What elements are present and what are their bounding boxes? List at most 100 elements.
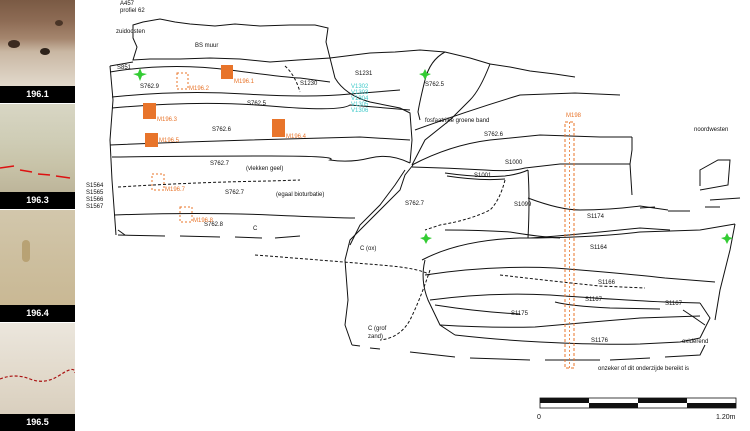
- label-s762-8: S762.8: [204, 222, 224, 228]
- label-s1231: S1231: [355, 71, 373, 77]
- s1000-lower: [411, 163, 630, 172]
- label-s762-5a: S762.5: [247, 101, 267, 107]
- s1174-upper: [527, 197, 669, 211]
- top-boundary-right: [489, 63, 576, 78]
- find-v1305: V1305: [351, 102, 369, 108]
- oxiderend-line: [682, 309, 706, 326]
- label-s762-9: S762.9: [140, 84, 160, 90]
- label-m196-5: M196.5: [159, 138, 180, 144]
- nw-side-seg: [709, 197, 741, 201]
- top-boundary-left: [109, 61, 134, 67]
- sample-boxes: [143, 65, 285, 223]
- label-m196-4: M196.4: [286, 134, 307, 140]
- scale-end: 1.20m: [716, 414, 736, 421]
- scale-bar: 0 1.20m: [537, 397, 737, 421]
- s1099-dashed: [424, 179, 506, 231]
- site-code: A457: [120, 1, 135, 7]
- top-boundary-middle: [329, 49, 491, 65]
- label-c-grof-1: C (grof: [368, 326, 387, 332]
- label-s1000: S1000: [505, 160, 523, 166]
- find-v1303: V1303: [351, 90, 369, 96]
- marker-star-3: [420, 233, 432, 244]
- s1174-lower: [529, 227, 671, 239]
- label-m198: M198: [566, 113, 582, 119]
- basin-right: [699, 302, 711, 339]
- find-v1304: V1304: [351, 96, 369, 102]
- photo-boundary-dashes-2: [0, 368, 75, 382]
- boundary-s762-7-dash: [117, 179, 301, 188]
- label-m196-2: M196.2: [189, 86, 210, 92]
- right-dashed-segments: [639, 206, 720, 212]
- central-seam-2: [349, 169, 406, 246]
- label-s1566: S1566: [86, 197, 104, 203]
- label-c-grof-2: zand): [368, 334, 383, 340]
- label-s1175: S1175: [511, 311, 529, 317]
- label-vlekken: (vlekken geel): [246, 166, 283, 172]
- bottom-left-dashed: [117, 234, 301, 239]
- marker-star-1: [133, 68, 147, 81]
- find-labels: V1302 V1303 V1304 V1305 V1306: [351, 84, 369, 114]
- find-v1306: V1306: [351, 108, 369, 114]
- survey-markers: [133, 68, 733, 244]
- label-s1167b: S1167: [665, 301, 683, 307]
- label-m196-3: M196.3: [157, 117, 178, 123]
- c-ox-dashed-right: [499, 274, 646, 289]
- label-s1167a: S1167: [585, 297, 603, 303]
- right-edge: [629, 137, 633, 196]
- photo-196-4: [0, 210, 75, 305]
- s1175-lower: [439, 315, 701, 328]
- s1231-right-boundary: [417, 51, 446, 121]
- label-s762-6a: S762.6: [212, 127, 232, 133]
- sample-m196-1-box: [221, 65, 233, 79]
- photo-boundary-dashes: [0, 165, 71, 179]
- photo-caption-196-1: 196.1: [0, 86, 75, 103]
- bottom-dashed-line: [351, 344, 706, 361]
- bs-muur-outline: [132, 18, 331, 63]
- boundary-s762-5: [111, 89, 401, 98]
- profile-number: profiel 62: [120, 8, 145, 14]
- boundary-s762-8: [113, 213, 356, 219]
- c-ox-dashed: [254, 254, 431, 276]
- label-m196-8: M196.8: [193, 218, 214, 224]
- photo-196-3: [0, 104, 75, 192]
- s1166-lower: [429, 293, 701, 304]
- sample-m196-4-box: [272, 119, 285, 137]
- profile-left-edge: [109, 65, 117, 236]
- label-s762-5b: S762.5: [425, 82, 445, 88]
- photo-caption-196-4: 196.4: [0, 305, 75, 322]
- label-m196-1: M196.1: [234, 79, 255, 85]
- sample-column-m198: [564, 121, 575, 369]
- sample-m196-3-box: [143, 103, 156, 119]
- label-s851: S851: [117, 65, 132, 71]
- c-ox-curve: [379, 269, 431, 341]
- photo-196-1: [0, 0, 75, 86]
- sample-m196-5-box: [145, 133, 158, 147]
- label-oxiderend: oxiderend: [682, 339, 708, 345]
- boundary-s1230-dash: [284, 65, 301, 93]
- layer-labels: A457 profiel 62 zuidoosten noordwesten B…: [86, 1, 728, 372]
- label-s1567: S1567: [86, 204, 104, 210]
- c-grof-left: [344, 259, 353, 346]
- boundary-s762-7: [111, 155, 411, 164]
- s1164-lower: [424, 266, 716, 283]
- label-s1174: S1174: [587, 214, 605, 220]
- sample-m196-8-box: [179, 206, 193, 223]
- boundary-s762-5b: [111, 102, 411, 111]
- right-upper-boundary: [411, 63, 491, 166]
- sample-m196-7-box: [151, 173, 165, 191]
- label-s1164: S1164: [590, 245, 608, 251]
- marker-star-2: [419, 69, 431, 80]
- orientation-left: zuidoosten: [116, 29, 145, 35]
- wall-left-dash: [117, 229, 126, 236]
- label-s1001: S1001: [474, 173, 492, 179]
- s1176-lower: [454, 334, 701, 345]
- label-egaal: (egaal bioturbatie): [276, 192, 324, 198]
- photo-caption-196-3: 196.3: [0, 192, 75, 209]
- s1175-upper: [434, 304, 521, 315]
- nw-side-box: [699, 159, 731, 191]
- label-s1099: S1099: [514, 202, 532, 208]
- s1001-line: [444, 169, 529, 178]
- s1174-left: [527, 169, 530, 239]
- s1000-upper: [411, 134, 632, 166]
- s1001-line-2: [446, 175, 506, 181]
